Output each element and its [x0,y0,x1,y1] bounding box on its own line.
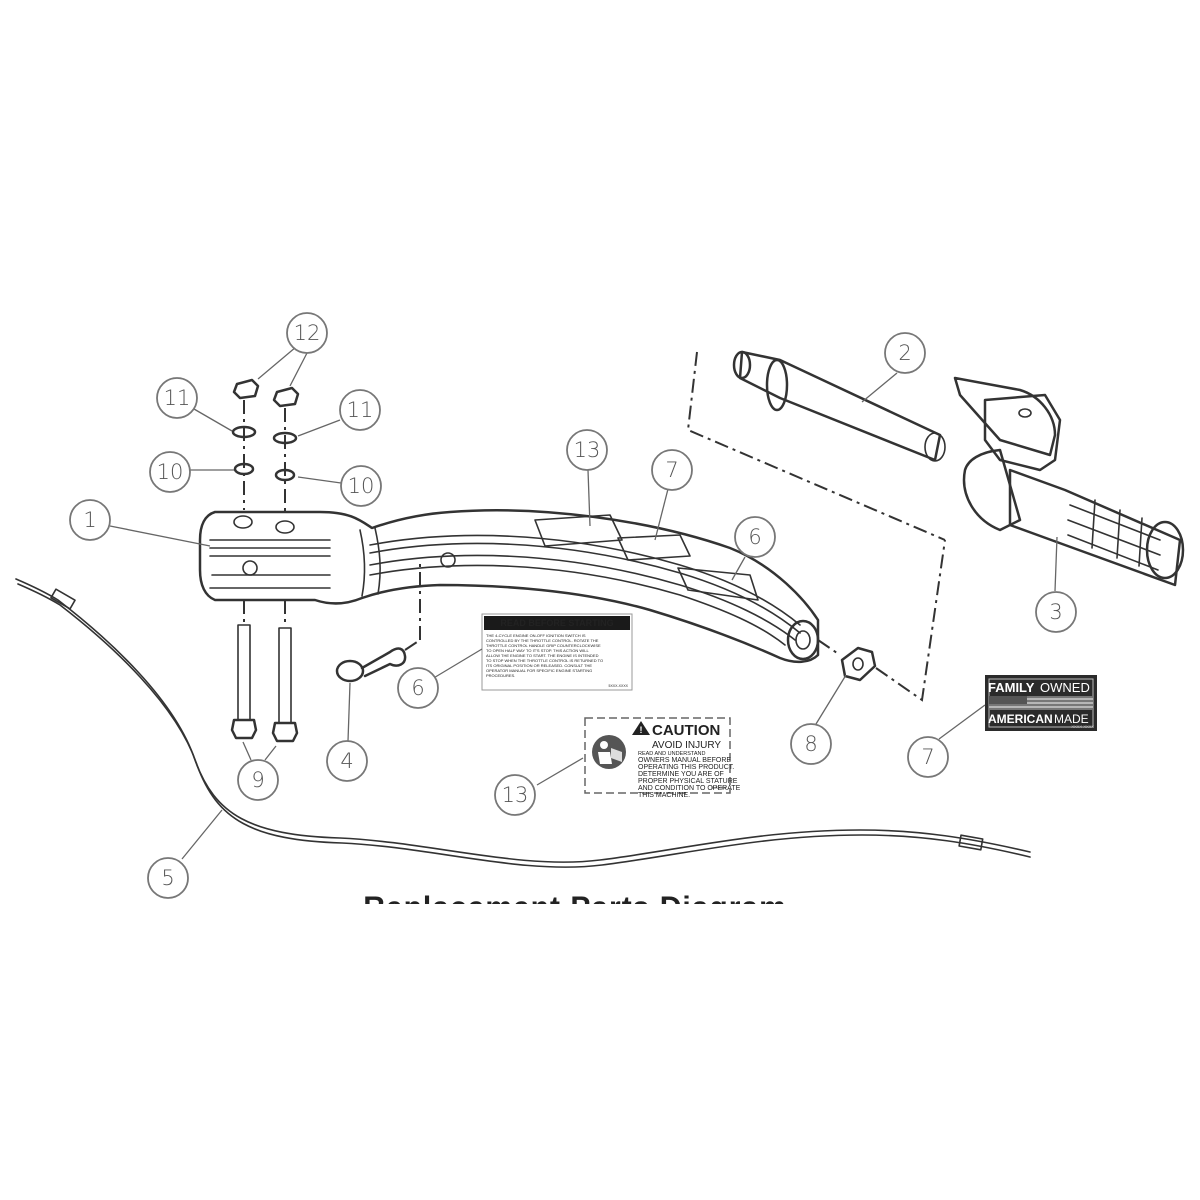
caution-line: READ AND UNDERSTAND [638,751,705,757]
callout-6-bar: 6 [734,516,776,558]
read-label-code: 5XXX-XXXX [609,684,629,688]
callout-3: 3 [1035,591,1077,633]
callout-number: 11 [164,386,191,410]
read-label-line: PROCEDURES. [486,673,515,678]
callout-11-right: 11 [339,389,381,431]
callout-number: 10 [157,460,184,484]
callout-10-left: 10 [149,451,191,493]
callout-number: 8 [804,732,817,756]
callout-number: 13 [502,783,529,807]
throttle-control [953,376,1185,587]
read-label-line: TO STOP WHEN THE THROTTLE CONTROL IS RET… [486,658,603,663]
caution-line: AND CONDITION TO OPERATE [638,785,741,792]
flag-icon [989,696,1093,710]
callout-number: 12 [294,321,321,345]
hardware-stack-left [230,378,260,740]
caution-line: DETERMINE YOU ARE OF [638,771,724,778]
callout-number: 7 [665,458,678,482]
caution-subtitle: AVOID INJURY [652,740,721,751]
read-label-line: OPERATOR MANUAL FOR SPECIFIC ENGINE STAR… [486,668,592,673]
read-label-line: CONTROLLED BY THE THROTTLE CONTROL. ROTA… [486,638,599,643]
callout-11-left: 11 [156,377,198,419]
callout-number: 4 [340,749,353,773]
callout-number: 9 [251,768,264,792]
family-owned-badge: FAMILY OWNED AMERICAN MADE XXXX-XXXX [985,675,1097,731]
callout-number: 3 [1049,600,1062,624]
caution-line: OPERATING THIS PRODUCT. [638,764,734,771]
badge-code: XXXX-XXXX [1071,724,1094,729]
callout-13-bar: 13 [566,429,608,471]
callout-7-badge: 7 [907,736,949,778]
hardware-stack-right [271,386,300,743]
caution-code: B-XXXX [711,785,726,790]
caution-line: OWNERS MANUAL BEFORE [638,757,731,764]
handle-bar [198,509,820,664]
footer-title: Replacement Parts Diagram [363,891,787,924]
callout-9: 9 [237,759,279,801]
caution-line: THIS MACHINE. [638,792,690,799]
badge-line1-bold: FAMILY [988,680,1035,695]
callout-5: 5 [147,857,189,899]
read-label-line: THROTTLE CONTROL HANDLE GRIP COUNTERCLOC… [486,643,601,648]
throttle-cable [15,578,1031,868]
callout-6-decal: 6 [397,667,439,709]
cable-fitting [335,560,421,683]
callout-7-bar: 7 [651,449,693,491]
grip-sleeve [686,350,946,541]
callout-number: 13 [574,438,601,462]
callout-10-right: 10 [340,465,382,507]
read-label-line: TO OPEN HALF WAY TO IT'S STOP. THIS ACTI… [486,648,589,653]
callout-number: 1 [83,508,96,532]
callout-number: 5 [161,866,174,890]
callout-number: 10 [348,474,375,498]
read-label-line: ALLOW THE ENGINE TO START. THE ENGINE IS… [486,653,599,658]
callout-number: 2 [898,341,911,365]
callout-8: 8 [790,723,832,765]
caution-line: PROPER PHYSICAL STATURE [638,778,738,785]
callout-number: 6 [411,676,424,700]
callout-2: 2 [884,332,926,374]
badge-line2-light: MADE [1054,712,1089,726]
badge-line1-light: OWNED [1040,680,1090,695]
caution-title: CAUTION [652,722,720,739]
read-label-title: READ BEFORE STARTING [500,618,613,628]
callout-12: 12 [286,312,328,354]
callout-number: 6 [748,525,761,549]
badge-line2-bold: AMERICAN [988,712,1053,726]
callout-13-decal: 13 [494,774,536,816]
caution-decal: ! CAUTION AVOID INJURY READ AND UNDERSTA… [584,717,741,799]
read-before-starting-decal: READ BEFORE STARTING THE 4-CYCLE ENGINE … [481,613,633,691]
read-label-line: THE 4-CYCLE ENGINE ON-OFF IGNITION SWITC… [486,633,586,638]
svg-text:!: ! [640,725,643,735]
leader-lines [109,346,1058,860]
read-label-line: ITS ORIGINAL POSITION OR RELEASED. CONSU… [486,663,592,668]
callout-1: 1 [69,499,111,541]
callout-4: 4 [326,740,368,782]
end-nut [817,539,946,702]
callout-number: 7 [921,745,934,769]
warning-triangle-icon [632,721,650,735]
callout-number: 11 [347,398,374,422]
